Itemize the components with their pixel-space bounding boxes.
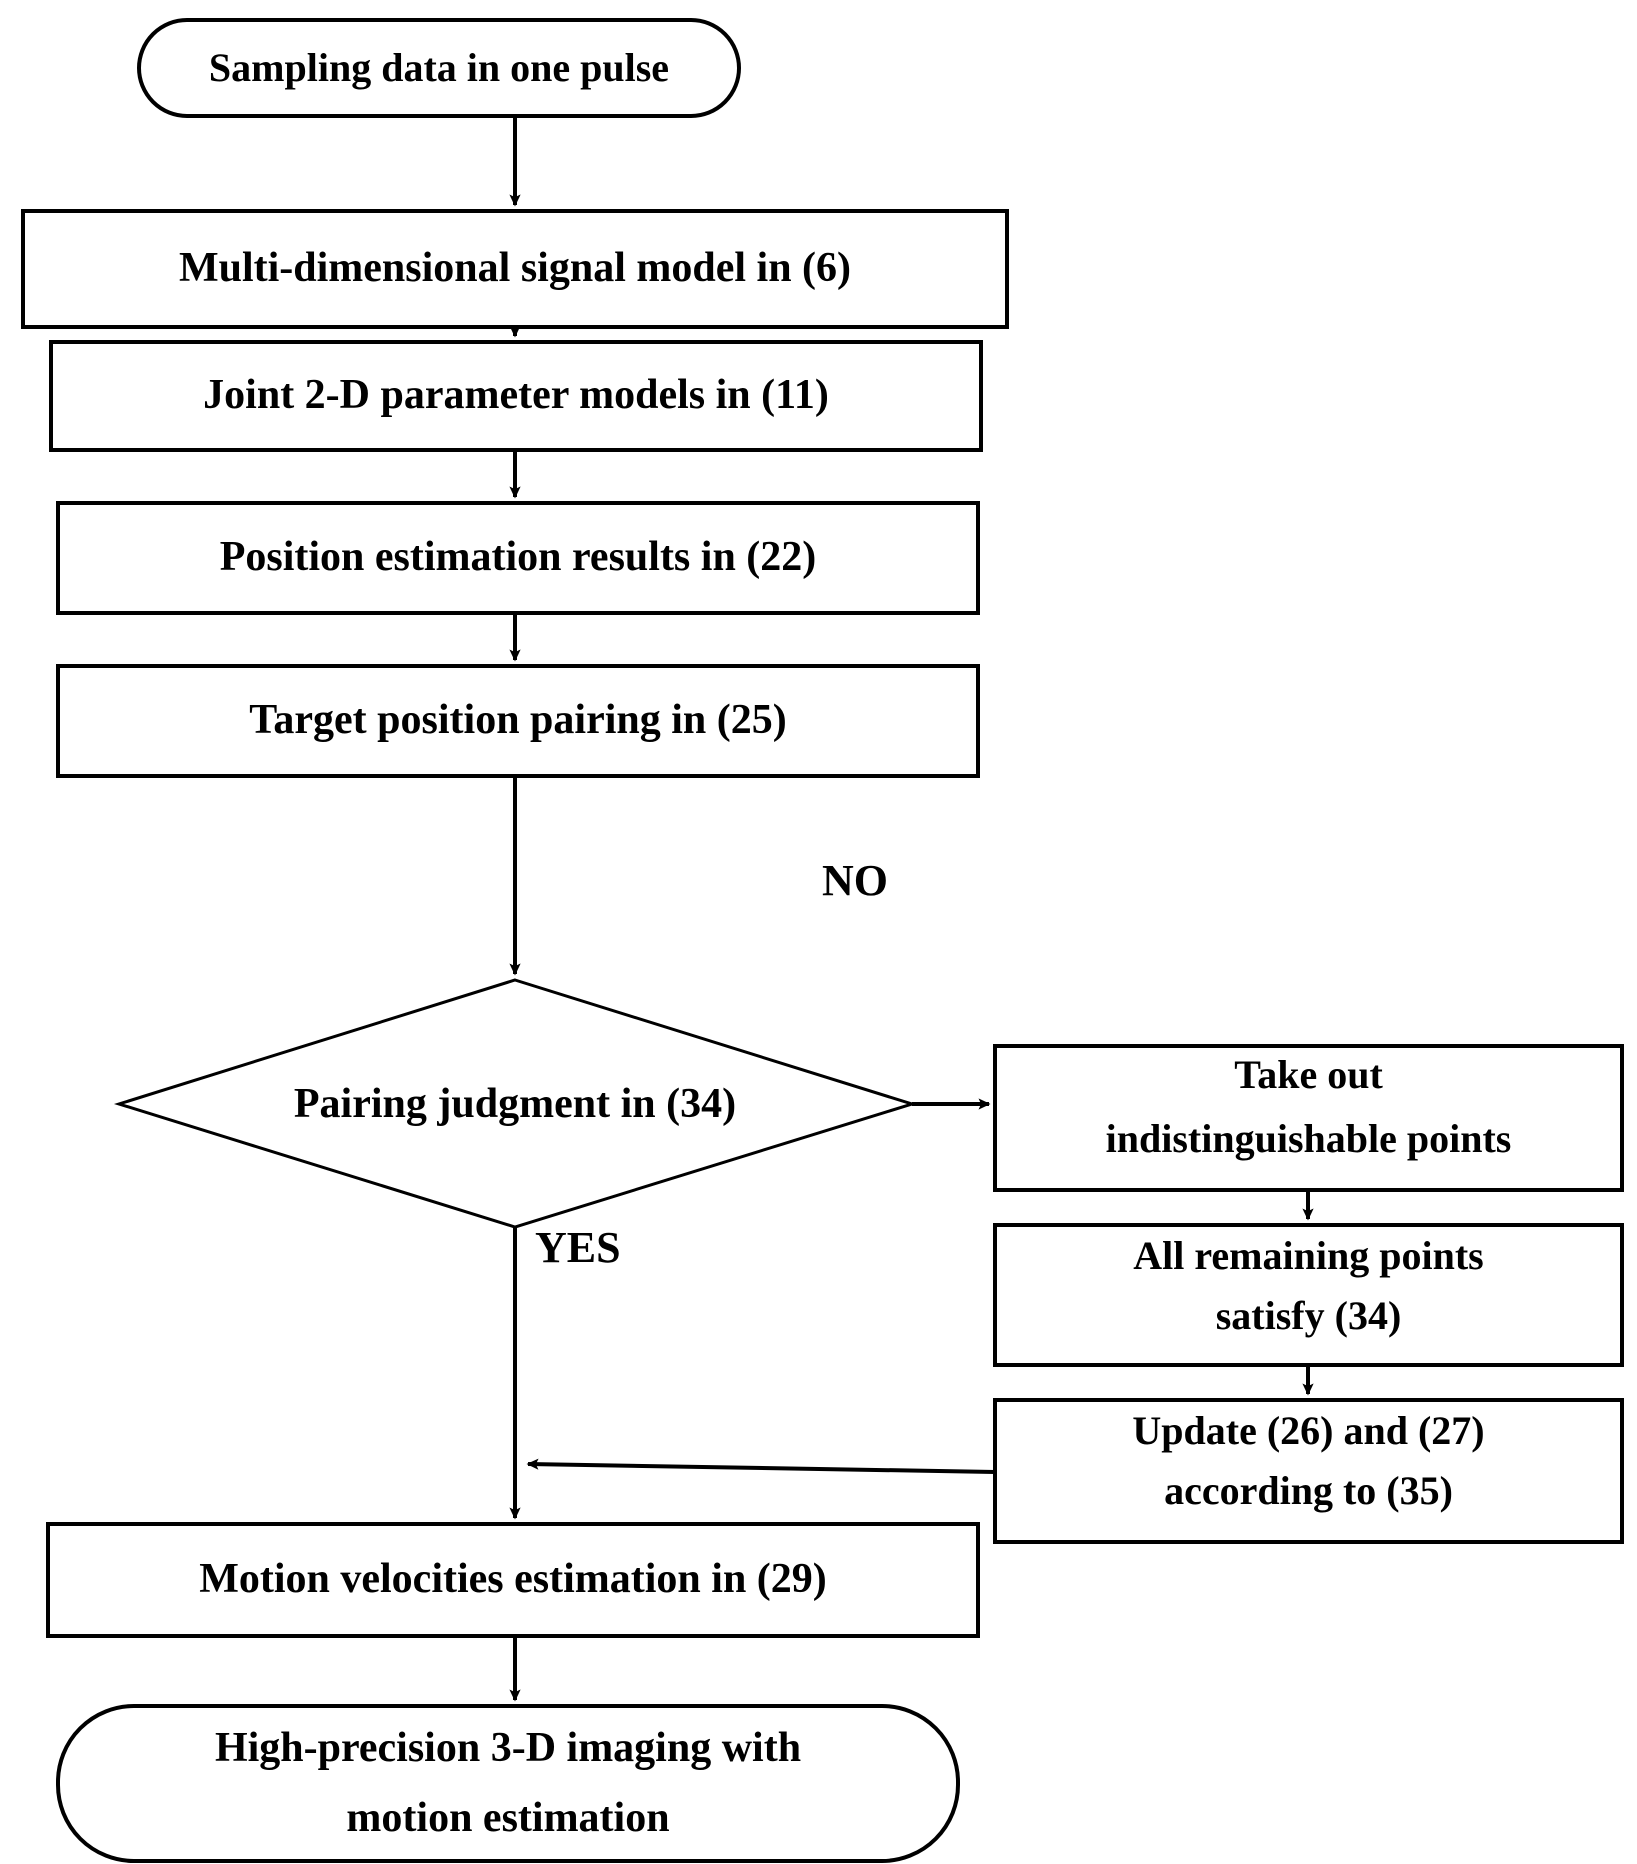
- edge-label-no: NO: [822, 856, 888, 905]
- node-shape-n5: [56, 664, 980, 778]
- edge-label-yes: YES: [535, 1223, 621, 1272]
- edge-n9-n10-return: [526, 1458, 996, 1474]
- node-shape-n9: [993, 1398, 1624, 1544]
- node-shape-n3: [49, 340, 983, 452]
- node-shape-n6: [113, 978, 918, 1229]
- node-shape-n11: [56, 1704, 960, 1863]
- node-shape-n2: [21, 209, 1009, 329]
- node-shape-n1: [137, 18, 741, 118]
- node-shape-n10: [46, 1522, 980, 1638]
- node-shape-n7: [993, 1044, 1624, 1192]
- node-shape-n8: [993, 1223, 1624, 1367]
- node-shape-n4: [56, 501, 980, 615]
